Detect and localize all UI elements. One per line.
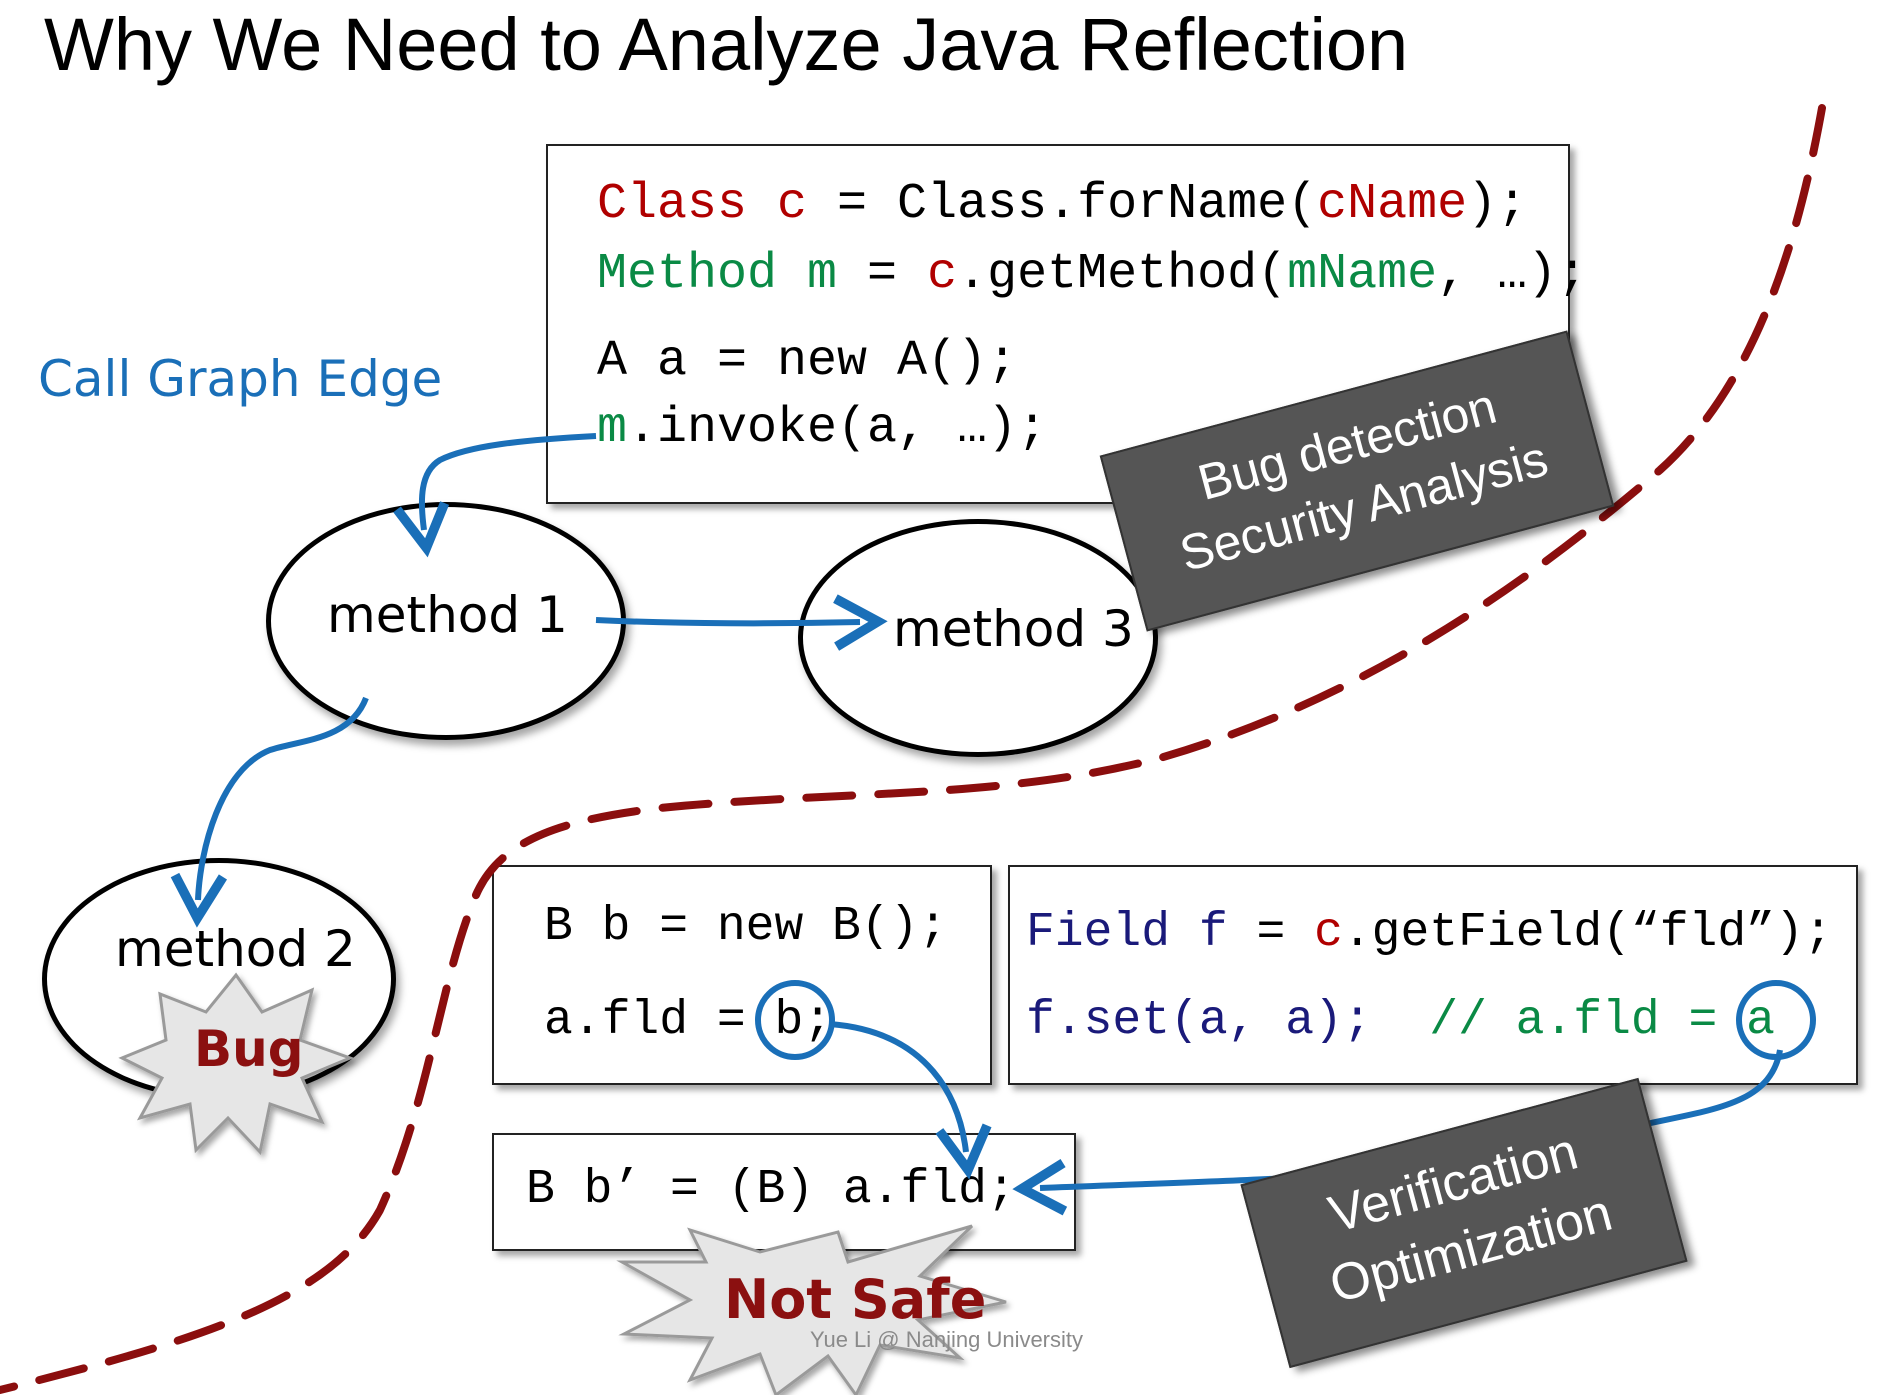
footer-credit: Yue Li @ Nanjing University [810, 1327, 1084, 1352]
bug-label: Bug [194, 1020, 304, 1078]
code-token: Field f [1026, 906, 1228, 960]
invoke-to-method1-arrow [393, 433, 597, 558]
code-line-invoke: m.invoke(a, …); [597, 400, 1047, 457]
code-line-field-set: f.set(a, a); // a.fld = a [1026, 994, 1775, 1048]
code-token: a.fld = [544, 994, 775, 1048]
code-token: m [597, 400, 628, 457]
method1-to-method2-arrow [170, 696, 369, 928]
method-3-label: method 3 [893, 600, 1134, 658]
a-highlight-circle [1736, 980, 1816, 1060]
code-token: b [774, 994, 804, 1048]
code-line-new-b: B b = new B(); [544, 900, 948, 954]
code-line-new-a: A a = new A(); [597, 333, 1018, 390]
code-token: , …); [1437, 246, 1588, 303]
method-1-label: method 1 [327, 586, 568, 644]
not-safe-star-shape [616, 1224, 1007, 1395]
boundary-dashed-curve [0, 104, 1826, 1394]
b-highlight-circle [755, 980, 835, 1060]
code-token: c [1314, 906, 1343, 960]
code-line-fld-assign: a.fld = b; [544, 994, 832, 1048]
code-token: .invoke(a, …); [627, 400, 1048, 457]
page-title: Why We Need to Analyze Java Reflection [44, 3, 1409, 86]
code-token: Method m [597, 246, 838, 303]
code-token: Class c [597, 176, 808, 233]
code-line-forname: Class c = Class.forName(cName); [597, 176, 1527, 233]
b-to-cast-arrow [829, 1021, 992, 1180]
code-token: a [1746, 994, 1775, 1048]
code-token: .getField(“fld”); [1342, 906, 1833, 960]
code-token: mName [1287, 246, 1438, 303]
field-code-box [1008, 865, 1858, 1085]
code-token: c [927, 246, 958, 303]
code-line-cast: B b’ = (B) a.fld; [526, 1163, 1016, 1217]
call-graph-edge-label: Call Graph Edge [38, 350, 443, 408]
not-safe-label: Not Safe [724, 1268, 987, 1331]
code-line-getmethod: Method m = c.getMethod(mName, …); [597, 246, 1587, 303]
code-line-getfield: Field f = c.getField(“fld”); [1026, 906, 1833, 960]
method-2-label: method 2 [115, 920, 356, 978]
bug-star-shape [118, 972, 355, 1156]
code-token: = [837, 246, 928, 303]
code-token: = Class.forName( [807, 176, 1318, 233]
code-token: // a.fld = [1429, 994, 1747, 1048]
code-token: ); [1467, 176, 1528, 233]
code-token: .getMethod( [957, 246, 1288, 303]
code-token: cName [1317, 176, 1468, 233]
code-token: = [1227, 906, 1315, 960]
code-token: f.set(a, a); [1026, 994, 1430, 1048]
method1-to-method3-arrow [595, 594, 888, 651]
